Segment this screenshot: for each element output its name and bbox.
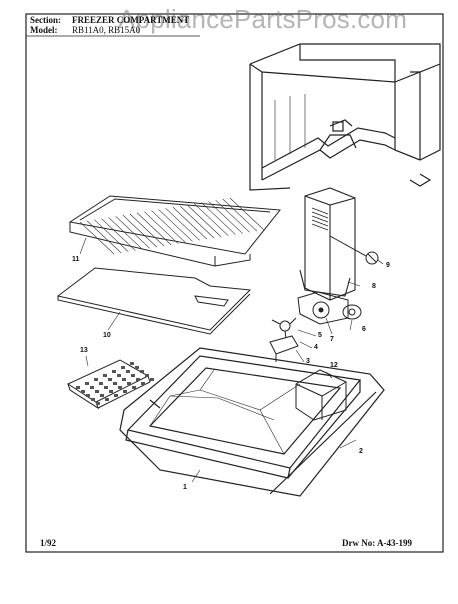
callout-5: 5 bbox=[318, 332, 322, 339]
shelf-wire bbox=[179, 205, 215, 239]
freezer-cabinet-drawing bbox=[249, 43, 441, 191]
shelf-wire bbox=[115, 216, 150, 249]
shelf-wire bbox=[94, 219, 129, 252]
footer-drawing-number: Drw No: A-43-199 bbox=[342, 538, 412, 548]
ice-tray-cell bbox=[135, 366, 139, 369]
screw-part-9 bbox=[329, 235, 379, 265]
ice-tray-cell bbox=[126, 370, 130, 373]
callout-12: 12 bbox=[330, 362, 338, 369]
vent-slot bbox=[311, 211, 329, 219]
shelf-wire bbox=[229, 197, 265, 231]
ice-bin-part-12 bbox=[295, 369, 347, 421]
shelf-grid-wires bbox=[79, 197, 265, 255]
ice-tray-cell bbox=[132, 386, 136, 389]
ice-tray-cell bbox=[145, 374, 149, 377]
shelf-wire bbox=[165, 208, 200, 241]
ice-tray-cell bbox=[112, 370, 116, 373]
duct-vent-slots bbox=[311, 207, 329, 231]
shelf-wire bbox=[172, 206, 208, 240]
callout-9: 9 bbox=[386, 262, 390, 269]
shelf-wire bbox=[201, 202, 236, 235]
callout-3: 3 bbox=[306, 358, 310, 365]
ice-tray-cell bbox=[99, 382, 103, 385]
shelf-wire bbox=[158, 209, 193, 242]
vent-slot bbox=[311, 219, 329, 227]
vent-slot bbox=[311, 223, 329, 231]
callout-4: 4 bbox=[314, 344, 318, 351]
shelf-wire bbox=[108, 217, 143, 250]
sheet-border bbox=[25, 13, 444, 553]
ice-tray-cell bbox=[121, 366, 125, 369]
ice-tray-cell bbox=[141, 382, 145, 385]
ice-tray-cell bbox=[108, 378, 112, 381]
ice-tray-cell bbox=[85, 382, 89, 385]
ice-tray-cell bbox=[117, 374, 121, 377]
ice-tray-cell bbox=[104, 386, 108, 389]
watermark: AppliancePartsPros.com bbox=[118, 4, 408, 34]
callout-7: 7 bbox=[330, 336, 334, 343]
pan-part-1 bbox=[125, 355, 362, 479]
ice-tray-cell bbox=[150, 378, 154, 381]
shelf-wire bbox=[79, 221, 115, 255]
shelf-wire bbox=[151, 210, 186, 243]
shelf-wire bbox=[144, 211, 179, 244]
panel-part-10 bbox=[56, 267, 252, 335]
fan-blade-parts-3-4-5 bbox=[269, 317, 299, 362]
fan-assembly-parts-6-7 bbox=[297, 291, 362, 325]
shelf-wire bbox=[122, 214, 158, 248]
shelf-wire bbox=[222, 198, 258, 232]
callout-2: 2 bbox=[359, 448, 363, 455]
section-label: Section: bbox=[30, 15, 61, 25]
callout-6: 6 bbox=[362, 326, 366, 333]
callout-1: 1 bbox=[183, 484, 187, 491]
shelf-wire bbox=[194, 203, 229, 236]
ice-tray-cell bbox=[130, 362, 134, 365]
callout-13: 13 bbox=[80, 347, 88, 354]
ice-tray-cell bbox=[90, 386, 94, 389]
ice-tray-cell bbox=[76, 386, 80, 389]
ice-tray-cell bbox=[113, 382, 117, 385]
shelf-wire bbox=[101, 218, 136, 251]
shelf-wire bbox=[208, 201, 243, 234]
ice-tray-cell bbox=[109, 390, 113, 393]
ice-tray-cell bbox=[123, 390, 127, 393]
callout-11: 11 bbox=[72, 256, 80, 263]
ice-tray-cell bbox=[122, 378, 126, 381]
section-value: FREEZER COMPARTMENT bbox=[72, 15, 190, 25]
rim-part-2 bbox=[119, 347, 385, 497]
ice-tray-cell bbox=[94, 378, 98, 381]
ice-tray-cell bbox=[118, 386, 122, 389]
ice-tray-cell bbox=[86, 394, 90, 397]
shelf-wire bbox=[215, 200, 250, 233]
ice-tray-cell bbox=[105, 398, 109, 401]
ice-tray-cell bbox=[103, 374, 107, 377]
ice-tray-cell bbox=[136, 378, 140, 381]
vent-slot bbox=[311, 207, 329, 215]
ice-tray-cell bbox=[127, 382, 131, 385]
ice-tray-cell bbox=[100, 394, 104, 397]
ice-tray-cells bbox=[76, 362, 154, 405]
ice-tray-cell bbox=[95, 390, 99, 393]
ice-tray-cell bbox=[131, 374, 135, 377]
ice-tray-cell bbox=[140, 370, 144, 373]
shelf-wire bbox=[136, 212, 172, 246]
ice-tray-cell bbox=[91, 398, 95, 401]
ice-tray-cell bbox=[81, 390, 85, 393]
callout-10: 10 bbox=[103, 332, 111, 339]
model-label: Model: bbox=[30, 25, 58, 35]
callout-leaders bbox=[79, 237, 384, 483]
shelf-wire bbox=[186, 204, 222, 238]
duct-cover-part-8 bbox=[299, 187, 356, 301]
vent-slot bbox=[311, 215, 329, 223]
ice-tray-cell bbox=[114, 394, 118, 397]
ice-tray-cell bbox=[96, 402, 100, 405]
model-value: RB11A0, RB15A0 bbox=[72, 25, 141, 35]
shelf-wire bbox=[129, 213, 165, 247]
callout-8: 8 bbox=[372, 283, 376, 290]
footer-date: 1/92 bbox=[40, 538, 57, 548]
shelf-wire bbox=[86, 220, 122, 254]
